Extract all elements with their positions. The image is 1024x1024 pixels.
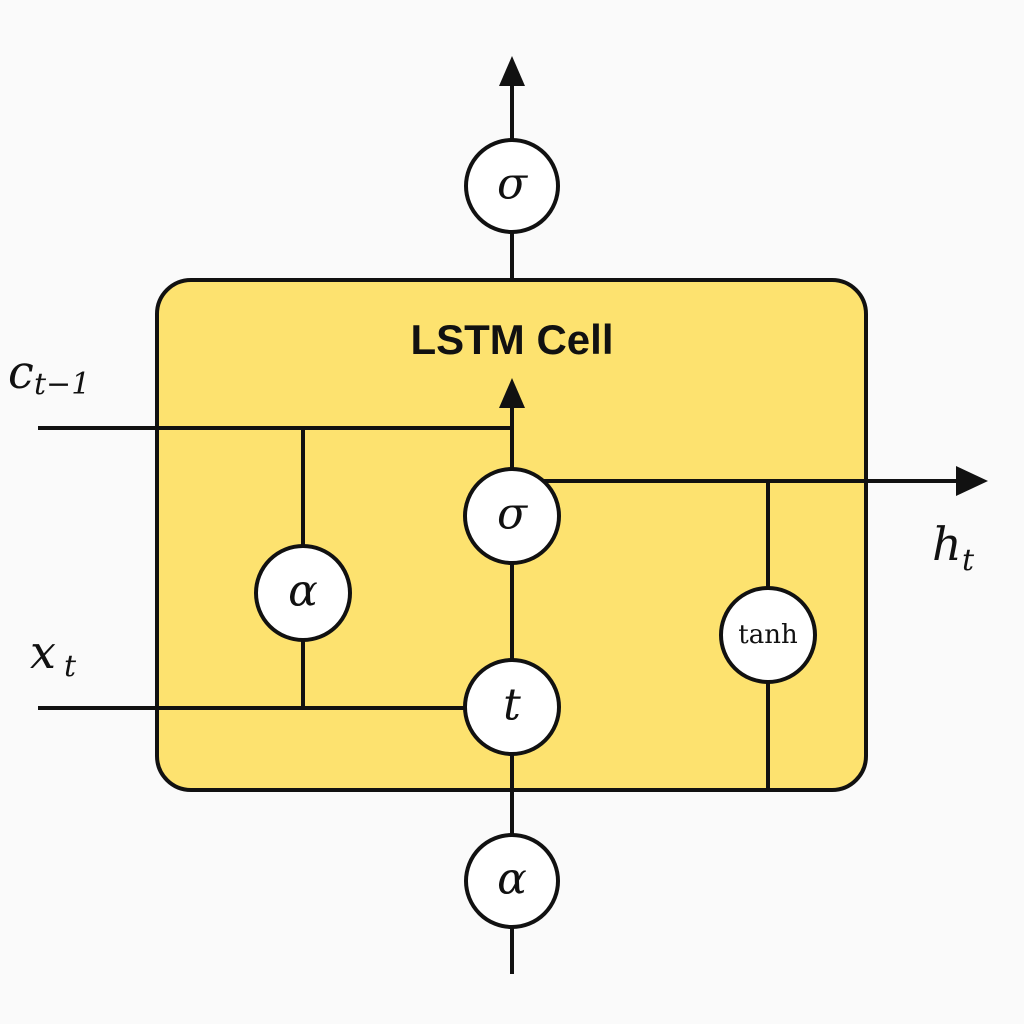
- top-arrow-head: [499, 56, 525, 86]
- inner-up-arrow-head: [499, 378, 525, 408]
- center-t-symbol: t: [503, 680, 521, 731]
- left-alpha-node: α: [254, 544, 352, 642]
- hidden-output-label: h t: [932, 517, 975, 578]
- inner-sigma-symbol: σ: [497, 489, 529, 540]
- input-label: x t: [30, 625, 77, 684]
- tanh-node: tanh: [719, 586, 817, 684]
- cell-title: LSTM Cell: [410, 316, 613, 363]
- top-sigma-node: σ: [464, 138, 560, 234]
- top-sigma-symbol: σ: [497, 159, 529, 210]
- inner-sigma-node: σ: [463, 467, 561, 565]
- cell-state-main: c: [8, 345, 34, 399]
- hidden-output-arrow-head: [956, 466, 988, 496]
- input-main: x: [30, 625, 56, 679]
- tanh-label: tanh: [738, 620, 798, 650]
- bottom-alpha-node: α: [464, 833, 560, 929]
- cell-state-sub: t−1: [34, 367, 90, 402]
- bottom-alpha-symbol: α: [497, 854, 527, 905]
- hidden-sub: t: [962, 543, 975, 578]
- center-t-node: t: [463, 658, 561, 756]
- cell-state-label: c t−1: [8, 345, 90, 402]
- input-sub: t: [64, 649, 77, 684]
- left-alpha-symbol: α: [288, 566, 318, 617]
- hidden-main: h: [932, 517, 962, 571]
